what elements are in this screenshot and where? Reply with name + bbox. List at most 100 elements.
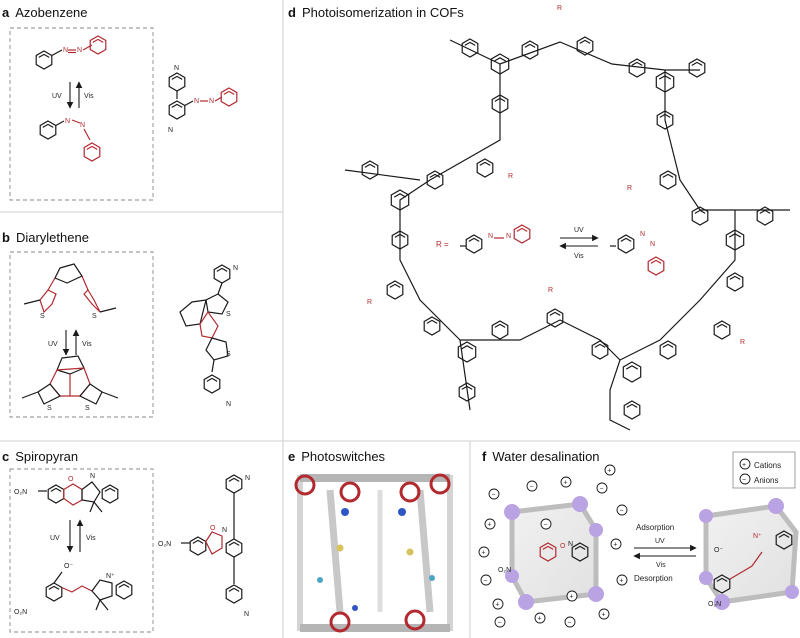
cation-symbol: + xyxy=(616,574,628,586)
cation-symbol: + xyxy=(534,612,546,624)
anion-symbol: − xyxy=(526,480,538,492)
svg-text:N: N xyxy=(640,231,645,238)
cof-hexagonal-network: R R R R R R xyxy=(344,5,790,431)
svg-text:O₂N: O₂N xyxy=(14,609,27,616)
diarylethene-open: S S xyxy=(23,263,117,320)
svg-text:UV: UV xyxy=(50,535,60,542)
pyridyl-spiropyran: N O₂N O N N xyxy=(158,474,250,618)
anion-symbol: − xyxy=(596,482,608,494)
panel-a-dashed-box xyxy=(9,27,154,201)
svg-text:O₂N: O₂N xyxy=(14,489,27,496)
cation-symbol: + xyxy=(492,598,504,610)
cof-substituent-inset: R = N N UV Vis N N xyxy=(436,224,665,276)
pyridyl-azobenzene: N N N N xyxy=(168,65,238,134)
anion-symbol: − xyxy=(480,574,492,586)
svg-text:O⁻: O⁻ xyxy=(64,563,73,570)
svg-text:R: R xyxy=(557,5,562,12)
svg-text:N: N xyxy=(233,265,238,272)
svg-text:S: S xyxy=(226,351,231,358)
svg-text:+: + xyxy=(613,542,617,549)
svg-text:N: N xyxy=(77,47,82,54)
cation-symbol: + xyxy=(604,464,616,476)
svg-text:N: N xyxy=(63,47,68,54)
panel-b-dashed-box xyxy=(9,251,154,418)
ion-legend: + Cations − Anions xyxy=(732,451,796,489)
cation-symbol: + xyxy=(560,476,572,488)
svg-text:−: − xyxy=(497,620,501,627)
svg-text:S: S xyxy=(47,405,52,412)
svg-text:Vis: Vis xyxy=(574,253,584,260)
svg-text:N: N xyxy=(650,241,655,248)
svg-text:−: − xyxy=(529,484,533,491)
cage-left-with-ions: O N O₂N −−+−−++−+−+−+++−++ xyxy=(478,464,628,628)
svg-text:+: + xyxy=(619,578,623,585)
svg-text:N: N xyxy=(222,527,227,534)
anion-legend-icon xyxy=(739,473,751,485)
svg-text:+: + xyxy=(481,550,485,557)
cage-ball-and-stick-model xyxy=(294,473,453,633)
svg-text:UV: UV xyxy=(52,93,62,100)
svg-text:UV: UV xyxy=(48,341,58,348)
svg-text:N: N xyxy=(245,475,250,482)
svg-text:−: − xyxy=(543,522,547,529)
svg-text:+: + xyxy=(487,522,491,529)
anion-symbol: − xyxy=(540,518,552,530)
svg-text:−: − xyxy=(599,486,603,493)
cage-right-with-merocyanine: O⁻ N⁺ O₂N xyxy=(699,498,799,610)
svg-text:+: + xyxy=(563,480,567,487)
cation-symbol: + xyxy=(598,608,610,620)
svg-text:S: S xyxy=(226,311,231,318)
svg-text:O⁻: O⁻ xyxy=(714,547,723,554)
svg-text:Vis: Vis xyxy=(86,535,96,542)
svg-text:−: − xyxy=(742,477,746,484)
cation-legend-icon xyxy=(739,458,751,470)
ions-left: −−+−−++−+−+−+++−++ xyxy=(478,464,628,628)
svg-text:R: R xyxy=(627,185,632,192)
cis-azobenzene: N N xyxy=(39,118,101,162)
anion-symbol: − xyxy=(616,504,628,516)
svg-text:O₂N: O₂N xyxy=(158,541,171,548)
svg-text:N: N xyxy=(488,233,493,240)
svg-text:N: N xyxy=(80,122,85,129)
svg-text:Vis: Vis xyxy=(82,341,92,348)
svg-text:R: R xyxy=(740,339,745,346)
svg-text:R: R xyxy=(367,299,372,306)
svg-text:−: − xyxy=(483,578,487,585)
svg-text:N: N xyxy=(194,98,199,105)
svg-text:−: − xyxy=(619,508,623,515)
diarylethene-closed: S S xyxy=(21,355,119,412)
svg-text:N: N xyxy=(168,127,173,134)
svg-text:Desorption: Desorption xyxy=(634,574,673,583)
svg-text:Vis: Vis xyxy=(656,562,666,569)
svg-text:O: O xyxy=(68,476,74,483)
anion-symbol: − xyxy=(564,616,576,628)
trans-azobenzene: N N xyxy=(35,35,107,70)
anion-symbol: − xyxy=(494,616,506,628)
svg-text:N: N xyxy=(209,98,214,105)
svg-text:O: O xyxy=(210,525,216,532)
merocyanine-open: O⁻ O₂N N⁺ xyxy=(14,563,133,616)
svg-text:Vis: Vis xyxy=(84,93,94,100)
svg-text:UV: UV xyxy=(574,227,584,234)
svg-text:N: N xyxy=(568,541,573,548)
svg-text:−: − xyxy=(567,620,571,627)
svg-text:O: O xyxy=(560,543,566,550)
svg-text:R: R xyxy=(508,173,513,180)
svg-text:+: + xyxy=(607,468,611,475)
svg-text:N: N xyxy=(65,118,70,125)
svg-text:+: + xyxy=(601,612,605,619)
svg-text:+: + xyxy=(495,602,499,609)
svg-text:N: N xyxy=(226,401,231,408)
svg-text:Adsorption: Adsorption xyxy=(636,523,674,532)
